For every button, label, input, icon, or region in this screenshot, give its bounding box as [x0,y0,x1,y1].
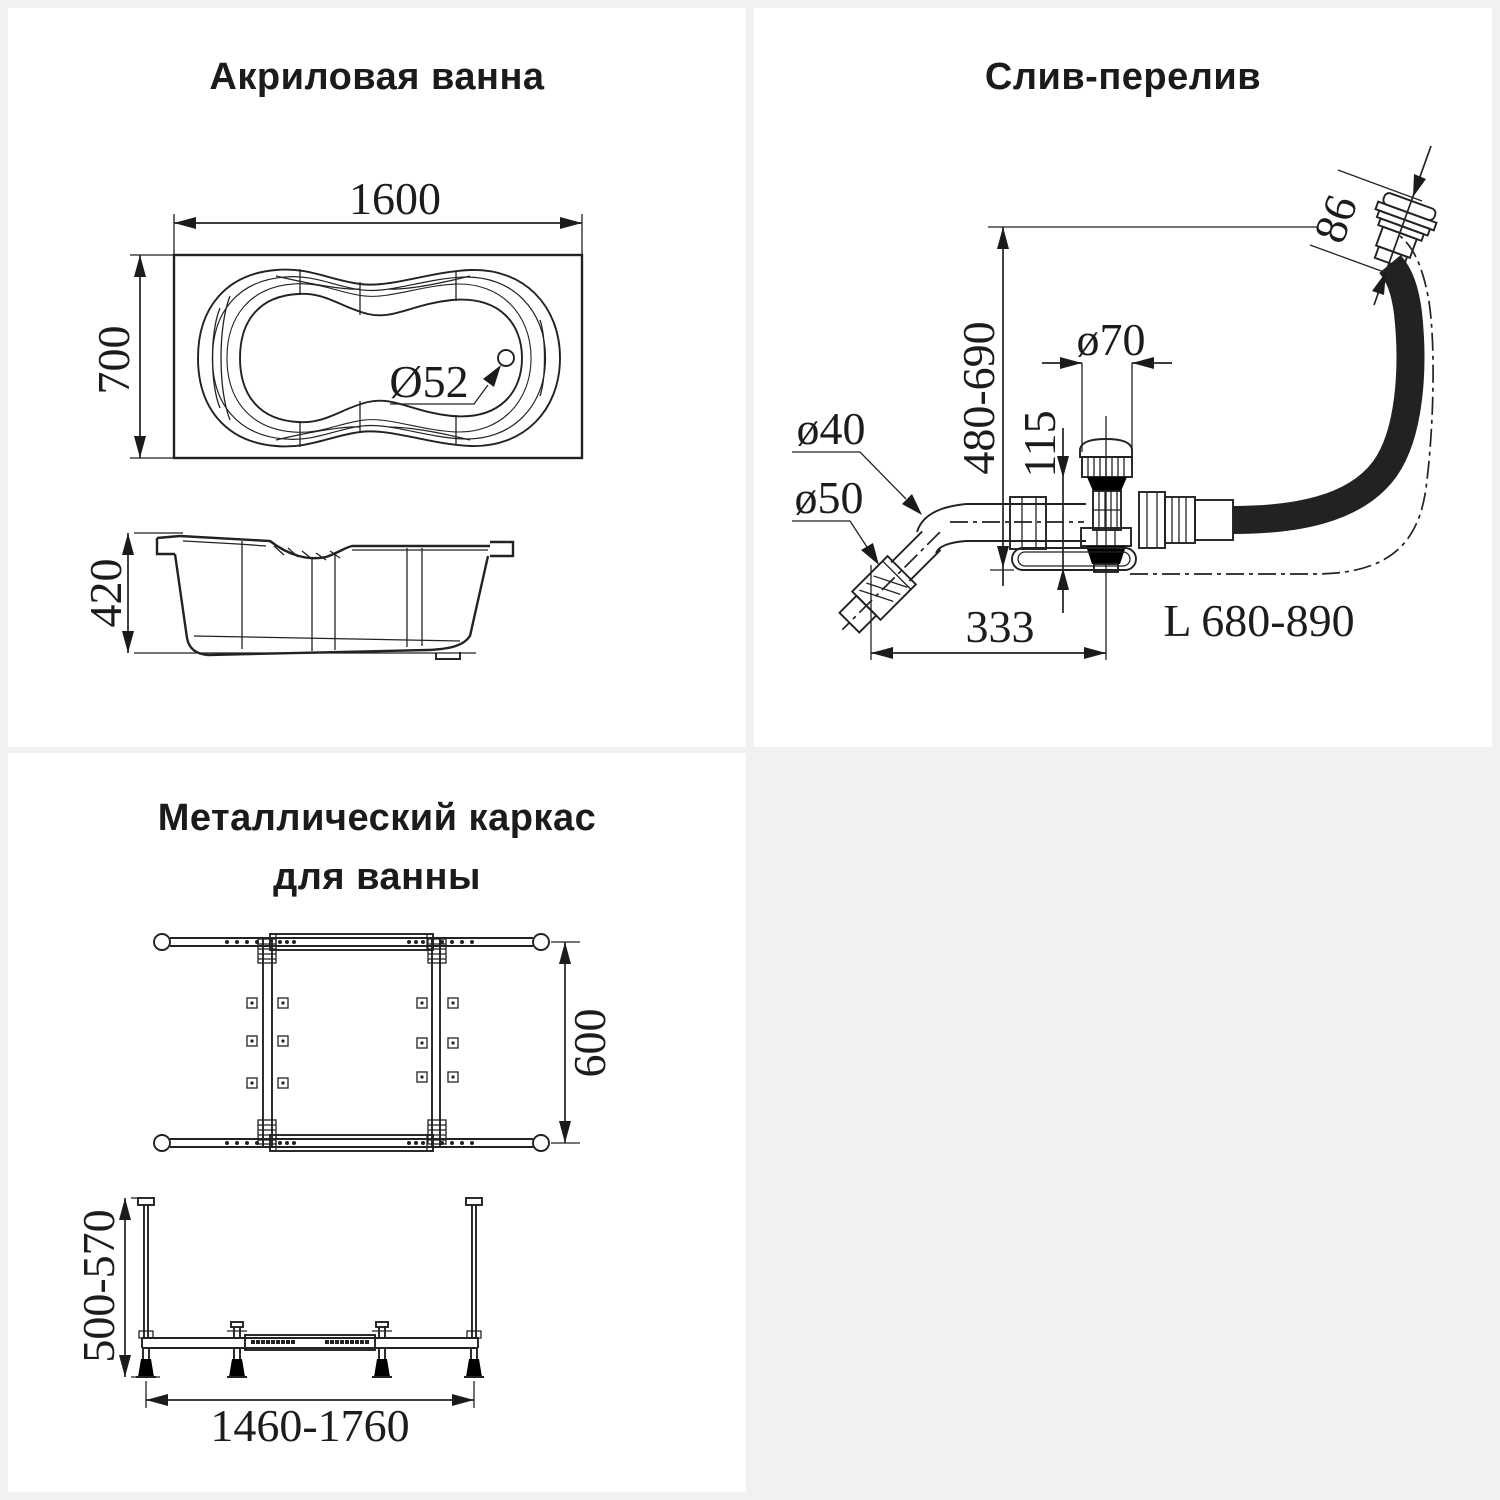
dim-label-width: 700 [88,326,139,395]
dim-label-length: 1600 [349,173,441,224]
bathtub-rim-outlines [197,268,561,448]
dim-label-install-height: 480-690 [953,321,1004,474]
drain-panel-title: Слив-перелив [984,56,1262,98]
drain-panel: Слив-перелив 480-690 ø70 [754,8,1492,747]
frame-title-line1: Металлический каркас [157,797,597,839]
dim-label-valve-diameter: ø70 [1077,314,1146,365]
dim-label-offset: 333 [966,601,1035,652]
dim-valve-height: 115 [1014,410,1069,613]
frame-drawing: 600 [73,933,615,1451]
frame-title-line2: для ванны [273,855,481,898]
channel-pads [257,938,447,1145]
angled-outlet [838,530,942,634]
channel-brackets [246,997,459,1089]
bathtub-top-view: Ø52 1600 700 [88,173,584,460]
outlet-pipe [838,496,1086,634]
rail-holes [225,940,474,1145]
dim-frame-length: 1460-1760 [145,1381,475,1451]
frame-rails [153,933,550,1152]
bathtub-panel: Акриловая ванна [8,8,746,747]
frame-studs [137,1197,483,1339]
hose-length-callout: L 680-890 [1130,235,1434,646]
dim-length-1600: 1600 [173,173,583,255]
drain-hole [497,349,515,367]
frame-panel: Металлический каркас для ванны [8,753,746,1492]
dim-label-frame-length: 1460-1760 [210,1400,409,1451]
dim-install-height: 480-690 [953,226,1318,586]
dim-label-d40: ø40 [797,403,866,454]
dim-label-valve-height: 115 [1014,410,1065,477]
drain-valve [1011,416,1137,660]
dim-width-700: 700 [88,254,174,459]
dim-label-d50: ø50 [795,472,864,523]
plate-holes [251,1340,369,1344]
frame-side-rail [141,1334,479,1351]
frame-cross-channels [246,938,459,1147]
dim-label-frame-height: 500-570 [73,1209,124,1362]
dim-valve-diameter: ø70 [1042,314,1172,452]
frame-panel-title: Металлический каркас для ванны [8,789,746,907]
bathtub-profile [155,534,515,660]
dim-frame-height: 500-570 [73,1197,160,1378]
frame-top-view: 600 [153,933,615,1152]
dim-label-drain: Ø52 [389,356,468,407]
dim-label-overflow-face: 86 [1304,188,1368,249]
bathtub-side-view: 420 [80,532,515,660]
pipe-d40-callout: ø40 [792,403,922,515]
dim-label-height: 420 [80,559,131,628]
drain-diameter-callout: Ø52 [389,356,501,407]
dim-horizontal-offset: 333 [870,565,1106,660]
dim-height-420: 420 [80,532,476,654]
rim-hatch [273,545,341,561]
frame-legs [136,1348,484,1378]
dim-label-hose-length: L 680-890 [1163,595,1354,646]
bathtub-panel-title: Акриловая ванна [209,56,545,98]
drain-drawing: 480-690 ø70 115 [792,145,1438,660]
bathtub-drawing: Ø52 1600 700 [80,173,584,660]
frame-leg-bolts [227,1321,392,1338]
pipe-d50-callout: ø50 [792,472,879,565]
dim-frame-width: 600 [551,941,615,1144]
valve-knurl [1087,457,1125,477]
dim-label-frame-width: 600 [564,1009,615,1078]
hose-assembly [950,255,1425,549]
frame-side-view: 500-570 1460-1760 [73,1197,484,1451]
